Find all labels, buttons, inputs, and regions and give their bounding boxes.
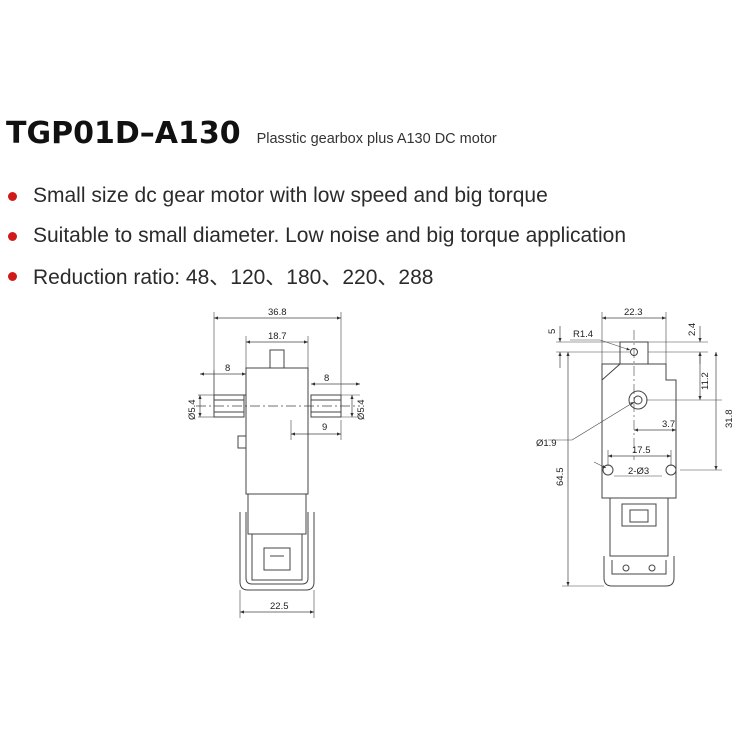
dim-total-width: 36.8 [268,307,287,318]
side-view-labels: 22.3 5 R1.4 2.4 11.2 31.8 64.5 Ø1.9 3.7 … [536,307,735,486]
connector-slot [621,503,657,527]
dim-left-shaft-len: 8 [225,363,230,374]
dim-height-upper: 11.2 [700,372,711,390]
title-row: TGP01D–A130 Plasstic gearbox plus A130 D… [6,116,497,151]
mount-hole-right [665,464,677,476]
bullet-dot-icon [8,271,17,281]
bullet-dot-icon [8,191,17,201]
dim-radius: R1.4 [573,329,593,340]
motor-clip [239,512,315,591]
dim-base-width: 22.5 [270,601,289,612]
front-view [196,312,360,618]
dim-hole-spacing: 17.5 [632,445,651,456]
feature-item: Reduction ratio: 48、120、180、220、288 [8,256,626,296]
dim-total-height: 64.5 [555,468,566,487]
dim-top-right-small: 2.4 [687,323,698,336]
dim-shaft-diameter: Ø1.9 [536,438,557,449]
feature-item: Small size dc gear motor with low speed … [8,176,626,216]
front-view-labels: 36.8 18.7 8 8 Ø5.4 Ø5.4 9 22.5 [187,307,367,612]
dim-side-width: 22.3 [624,307,643,318]
top-shaft [269,349,285,369]
feature-item: Suitable to small diameter. Low noise an… [8,216,626,256]
feature-text: Reduction ratio: 48、120、180、220、288 [33,266,434,289]
dim-holes: 2-Ø3 [628,466,649,477]
model-title: TGP01D–A130 [6,116,241,151]
feature-text: Small size dc gear motor with low speed … [33,184,548,207]
gearbox-body [245,367,309,495]
mount-hole-left [602,464,614,476]
bullet-dot-icon [8,231,17,241]
dim-top-small: 5 [547,329,558,334]
dim-shaft-dia-left: Ø5.4 [187,399,198,420]
shaft-hole [633,395,643,405]
motor-can [251,533,303,581]
dim-shaft-dia-right: Ø5.4 [356,399,367,420]
model-subtitle: Plasstic gearbox plus A130 DC motor [256,131,497,147]
dim-shaft-span: 18.7 [268,331,287,342]
motor-housing [247,493,307,535]
side-body [601,363,677,499]
feature-text: Suitable to small diameter. Low noise an… [33,224,627,247]
dim-right-offset: 9 [322,422,327,433]
dim-right-shaft-len: 8 [324,373,329,384]
dim-hole-offset: 3.7 [662,419,675,430]
side-view [548,312,722,587]
dim-height-lower: 31.8 [724,410,735,429]
feature-list: Small size dc gear motor with low speed … [8,176,626,296]
